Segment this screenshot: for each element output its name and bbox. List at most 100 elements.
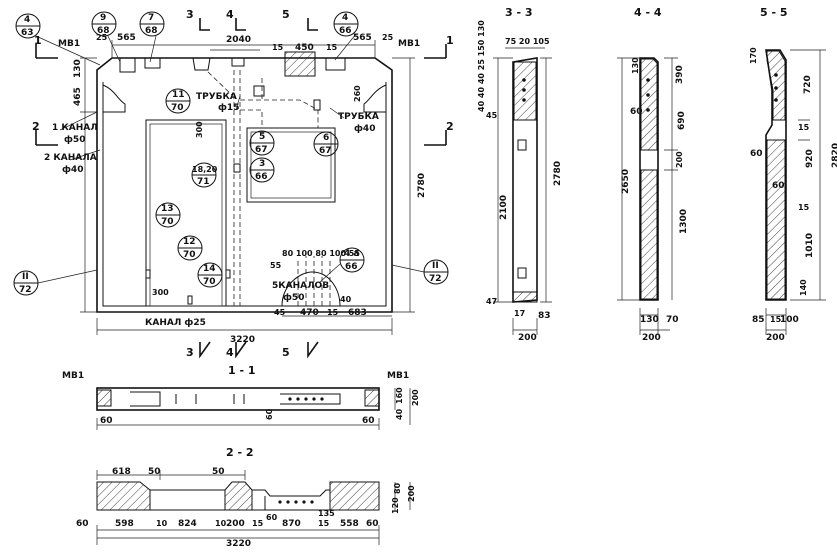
section-1-1 xyxy=(96,387,411,430)
cut-1-left xyxy=(35,44,58,59)
cut-label: 3 xyxy=(186,346,194,359)
panel-inner-outline xyxy=(102,82,387,307)
dim-text: 1300 xyxy=(679,209,689,234)
mark-bottom-text: 66 xyxy=(339,26,352,36)
mv-label: МВ1 xyxy=(387,371,409,381)
mark-bottom-text: 68 xyxy=(97,26,110,36)
dim-text: 2780 xyxy=(553,161,563,186)
mark-bottom-text: 66 xyxy=(345,262,358,272)
dim-text: 40 xyxy=(395,408,404,420)
dim-text: 130 xyxy=(631,57,640,74)
dim-text: 60 xyxy=(630,107,643,117)
dim-text: 3220 xyxy=(226,539,251,549)
trubka1-label: ТРУБКА xyxy=(196,92,237,102)
dim-text: 60 xyxy=(366,519,379,529)
dim-text: 1010 xyxy=(805,233,815,258)
dim-text: 10 xyxy=(156,519,168,528)
mark-top-text: 7 xyxy=(148,13,154,23)
window-opening xyxy=(246,127,336,203)
phi40b-label: ф40 xyxy=(354,124,375,134)
phi50-label: ф50 xyxy=(64,135,85,145)
dim-text: 80 100 80 100 55 xyxy=(282,249,360,258)
dim-text: 170 xyxy=(749,47,758,64)
cut-label: 1 xyxy=(34,34,42,47)
insert-6 xyxy=(225,269,231,279)
bottom-channel-arch xyxy=(281,271,341,307)
dim-text: 45 xyxy=(274,308,286,317)
section-2-2 xyxy=(96,470,411,545)
cut-label: 2 xyxy=(446,120,454,133)
dim-text: 60 xyxy=(100,416,113,426)
mark-bottom-text: 67 xyxy=(255,145,268,155)
mark-top-text: 4 xyxy=(342,13,348,23)
dim-text: 465 xyxy=(73,87,83,106)
kanal-phi25-label: КАНАЛ ф25 xyxy=(145,318,206,328)
mark-top-text: 4 xyxy=(24,15,30,25)
kanalov5-label: 5КАНАЛОВ xyxy=(272,281,329,291)
dim-text: 80 xyxy=(393,482,402,494)
plan-dim-left xyxy=(80,57,97,313)
mark-bottom-text: 71 xyxy=(197,177,210,187)
dim-text: 15 xyxy=(770,315,782,324)
dim-text: 2650 xyxy=(621,169,631,194)
dim-text: 15 xyxy=(252,519,264,528)
dim-text: 300 xyxy=(152,288,169,297)
dim-text: 450 xyxy=(295,43,314,53)
dim-text: 60 xyxy=(362,416,375,426)
dim-text: 15 xyxy=(798,123,810,132)
mark-top-text: 18,20 xyxy=(192,165,218,174)
mark-bottom-text: 63 xyxy=(21,28,34,38)
insert-3 xyxy=(233,163,241,173)
plan-view xyxy=(13,11,449,359)
kanal1-label: 1 КАНАЛ xyxy=(52,123,98,133)
mark-bottom-text: 67 xyxy=(319,146,332,156)
dim-text: 85 xyxy=(752,315,765,325)
dim-text: 565 xyxy=(353,33,372,43)
cut-label: 4 xyxy=(226,346,234,359)
cut-label: 5 xyxy=(282,346,290,359)
dim-text: 120 xyxy=(391,497,400,514)
dim-text: 40 xyxy=(340,295,352,304)
phi50b-label: ф50 xyxy=(283,293,304,303)
dim-text: 470 xyxy=(300,308,319,318)
dim-text: 75 20 105 xyxy=(505,37,550,46)
dim-text: 200 xyxy=(675,151,684,168)
dim-text: 200 xyxy=(226,519,245,529)
mark-bottom-text: 70 xyxy=(203,277,216,287)
mark-top-text: 9 xyxy=(100,13,106,23)
dim-text: 47 xyxy=(486,297,497,306)
dim-text: 920 xyxy=(805,149,815,168)
dim-text: 60 xyxy=(750,149,763,159)
right-jamb xyxy=(363,84,387,113)
dim-text: 558 xyxy=(340,519,359,529)
cut-2-left xyxy=(35,130,58,146)
mv-right-label: МВ1 xyxy=(398,39,420,49)
dim-text: 60 xyxy=(265,408,274,420)
mark-top-text: 3 xyxy=(259,159,265,169)
dim-text: 40 40 40 25 150 130 xyxy=(477,20,486,112)
mark-top-text: 13 xyxy=(161,204,174,214)
dim-text: 70 xyxy=(666,315,679,325)
section-title: 1 - 1 xyxy=(228,364,256,377)
mark-top-text: 14 xyxy=(203,264,216,274)
mark-bottom-text: 66 xyxy=(255,172,268,182)
section-title: 2 - 2 xyxy=(226,446,254,459)
dim-text: 140 xyxy=(799,279,808,296)
cut-1-right xyxy=(424,44,447,59)
dim-text: 17 xyxy=(514,309,525,318)
cut-label: 2 xyxy=(32,120,40,133)
leaders xyxy=(35,33,425,284)
mark-top-text: 5 xyxy=(259,132,265,142)
section-title: 4 - 4 xyxy=(634,6,662,19)
mark-top-text: 12 xyxy=(183,237,196,247)
dim-text: 83 xyxy=(538,311,551,321)
dim-text: 50 xyxy=(148,467,161,477)
dim-text: 3220 xyxy=(230,335,255,345)
cut-label: 1 xyxy=(446,34,454,47)
dim-text: 45 xyxy=(486,111,498,120)
insert-5 xyxy=(187,295,193,305)
section-title: 3 - 3 xyxy=(505,6,533,19)
section-3-3 xyxy=(493,47,552,335)
